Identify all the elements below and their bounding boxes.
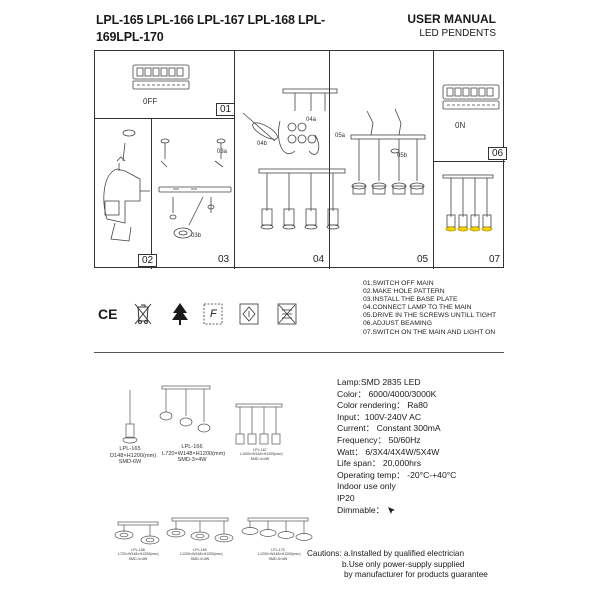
- step-item: 01.SWITCH OFF MAIN: [363, 280, 434, 287]
- caution-b: b.Use only power-supply supplied: [342, 559, 465, 569]
- panel-04b-label: 04b: [257, 141, 268, 147]
- panel-06-number: 06: [488, 147, 508, 160]
- panel-03b-label: 03b: [191, 233, 202, 239]
- switch-off-label: 0FF: [143, 97, 158, 106]
- panel-03-number: 03: [218, 254, 230, 265]
- panel-03a-label: 03a: [217, 149, 228, 155]
- panel-divider-h2: [433, 161, 505, 162]
- lpl-170-drawing: [241, 517, 313, 541]
- dimmable-icon: [387, 506, 395, 514]
- caution-a: a.Installed by qualified electrician: [343, 549, 465, 558]
- product-label-lpl-167: LPL-167 L1000×W148×H1200(mm) SMD-4×4W: [240, 448, 283, 461]
- step-item: 06.ADJUST BEAMING: [363, 320, 432, 328]
- spec-current: Current： Constant 300mA: [337, 423, 441, 434]
- switch-off-illustration: [132, 64, 190, 90]
- light-on-illustration: [442, 174, 494, 232]
- lpl-165-drawing: [122, 390, 138, 444]
- switch-on-label: 0N: [455, 121, 466, 130]
- spec-indoor: Indoor use only: [337, 481, 396, 492]
- product-label-lpl-168: LPL-168 L720×W148×H1200(mm) SMD-4×4W: [118, 548, 159, 561]
- panel-07-number: 07: [489, 254, 501, 265]
- model-numbers: LPL-165 LPL-166 LPL-167 LPL-168 LPL-169L…: [96, 13, 325, 44]
- product-label-lpl-166: LPL-166 L720×W148×H1200(mm) SMD-3×4W: [162, 444, 226, 464]
- panel-divider-h1: [95, 118, 235, 119]
- ce-mark-icon: CE: [98, 306, 118, 322]
- panel-divider-v4: [433, 51, 434, 269]
- panel-04a-label: 04a: [306, 117, 317, 123]
- spec-color: Color： 6000/4000/3000K: [337, 388, 437, 399]
- panel-05a-label: 05a: [335, 133, 346, 139]
- panel-divider-v1: [234, 51, 235, 269]
- spec-dimmable-row: Dimmable：: [337, 505, 456, 517]
- spec-dimmable: Dimmable：: [337, 504, 385, 515]
- product-label-lpl-169: LPL-169 L1200×W148×H1200(mm) SMD-4×4W: [180, 548, 223, 561]
- spec-input: Input：100V-240V AC: [337, 411, 422, 422]
- lpl-169-drawing: [166, 517, 234, 543]
- spec-rendering: Color rendering： Ra80: [337, 400, 428, 411]
- drill-illustration: [103, 129, 150, 242]
- product-label-lpl-165: LPL-165 D148×H1200(mm) SMD-6W: [110, 446, 157, 466]
- cautions-label: Cautions:: [307, 549, 342, 558]
- panel-02-number: 02: [138, 254, 158, 267]
- spec-ip: IP20: [337, 492, 355, 503]
- product-drawings: LPL-165 D148×H1200(mm) SMD-6W LPL-166 L7…: [100, 372, 330, 572]
- product-label-lpl-170: LPL-170 L1200×W148×H1200(mm) SMD-5×4W: [258, 548, 301, 561]
- panel-05-number: 05: [417, 254, 429, 265]
- panel-04-number: 04: [313, 254, 325, 265]
- spec-life: Life span： 20,000hrs: [337, 458, 422, 469]
- manual-title: USER MANUAL: [407, 12, 496, 26]
- step-item: 02.MAKE HOLE PATTERN: [363, 288, 445, 296]
- lpl-168-drawing: [114, 521, 160, 545]
- product-line-drawings: [114, 385, 313, 545]
- panel-divider-v3: [329, 51, 330, 269]
- base-plate-illustration: [158, 138, 232, 239]
- switch-on-illustration: [442, 84, 500, 110]
- lpl-166-drawing: [159, 385, 211, 433]
- weee-bin-icon: [134, 303, 152, 325]
- installation-diagram-grid: 0FF 01 02 03a 03b 03 04a 04b 04 05a 05b …: [94, 50, 508, 269]
- step-item: 04.CONNECT LAMP TO THE MAIN: [363, 304, 472, 312]
- spec-watt: Watt： 6/3X4/4X4W/5X4W: [337, 446, 440, 457]
- indoor-tree-icon: [172, 303, 188, 325]
- panel-divider-v2: [151, 118, 152, 269]
- spec-frequency: Frequency： 50/60Hz: [337, 434, 421, 445]
- connect-lamp-illustration: [242, 88, 346, 230]
- section-divider: [94, 352, 504, 353]
- step-item: 07.SWITCH ON THE MAIN AND LIGHT ON: [363, 328, 496, 336]
- installation-illustrations: [103, 64, 500, 242]
- step-item: 03.INSTALL THE BASE PLATE: [363, 296, 458, 304]
- manual-subtitle: LED PENDENTS: [419, 28, 496, 39]
- lpl-167-drawing: [235, 403, 283, 445]
- no-cover-icon: [277, 303, 297, 325]
- specifications-list: Lamp:SMD 2835 LED Color： 6000/4000/3000K…: [337, 377, 456, 516]
- cautions-block: Cautions: a.Installed by qualified elect…: [307, 549, 488, 581]
- caution-c: by manufacturer for products guarantee: [344, 570, 488, 580]
- spec-lamp: Lamp:SMD 2835 LED: [337, 377, 421, 387]
- step-item: 05.DRIVE IN THE SCREWS UNTILL TIGHT: [363, 312, 497, 320]
- spec-temp: Operating temp： -20°C-+40°C: [337, 469, 457, 480]
- installation-steps-list: 01.SWITCH OFF MAIN 02.MAKE HOLE PATTERN …: [363, 280, 496, 337]
- drive-screws-illustration: [350, 108, 426, 195]
- flammable-surface-icon: [203, 303, 223, 325]
- panel-01-number: 01: [216, 103, 236, 116]
- certification-icons: CE F: [98, 302, 308, 330]
- class-safety-icon: [239, 303, 259, 325]
- f-mark-icon: F: [210, 308, 217, 320]
- panel-05b-label: 05b: [397, 153, 408, 159]
